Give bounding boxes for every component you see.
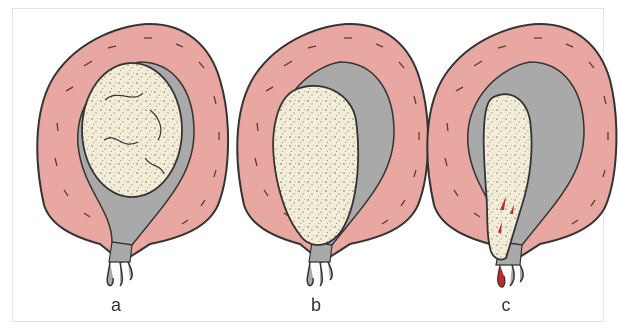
panel-label-c: c (502, 296, 511, 314)
cervix-mucus-drip (510, 265, 523, 286)
panel-label-a: a (111, 296, 121, 314)
panel-b-uterus-icon (237, 24, 428, 286)
cervical-canal (109, 242, 132, 262)
panel-label-b: b (311, 296, 321, 314)
panel-a-uterus-icon (37, 24, 228, 286)
cervix-mucus-drip (107, 262, 132, 286)
panel-c-uterus-icon (427, 24, 616, 287)
blood-drip (498, 265, 505, 287)
cervix-mucus-drip (307, 262, 332, 286)
